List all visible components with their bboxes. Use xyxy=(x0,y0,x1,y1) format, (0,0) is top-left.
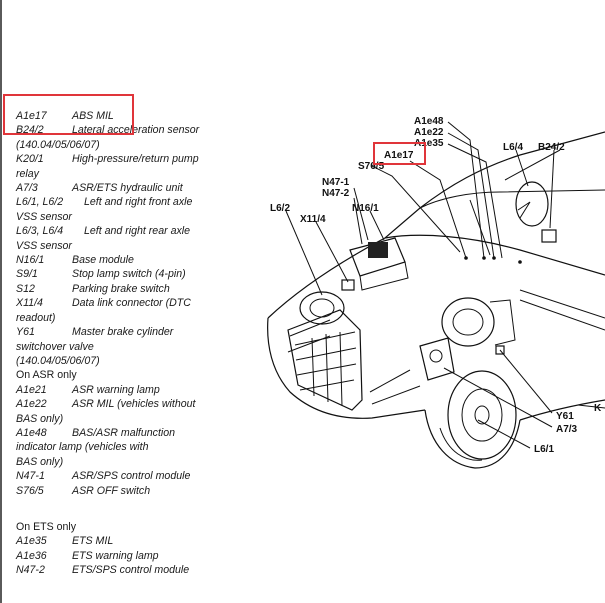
label-a1e22: A1e22 xyxy=(414,127,444,138)
front-wheel-sensor xyxy=(447,370,517,460)
label-b24-2: B24/2 xyxy=(538,142,565,153)
label-n47-2: N47-2 xyxy=(322,188,350,199)
label-n16-1: N16/1 xyxy=(352,203,379,214)
car-body-outline xyxy=(267,131,605,469)
legend-entry-l6-1-cont: VSS sensor xyxy=(16,210,72,223)
page-left-border xyxy=(0,0,2,603)
legend-entry-b24-2-cont: (140.04/05/06/07) xyxy=(16,138,100,151)
label-n47-1: N47-1 xyxy=(322,177,350,188)
label-s76-5: S76/5 xyxy=(358,161,385,172)
legend-entry-y61-cont2: (140.04/05/06/07) xyxy=(16,354,100,367)
legend-entry-a1e48-cont: indicator lamp (vehicles with xyxy=(16,441,149,454)
legend-entry-x11-4-cont: readout) xyxy=(16,311,56,324)
label-a7-3: A7/3 xyxy=(556,424,578,435)
label-a1e35: A1e35 xyxy=(414,138,444,149)
brake-booster xyxy=(441,297,516,355)
highlight-box-legend-a1e17 xyxy=(3,94,134,135)
legend-entry-y61-cont: switchover valve xyxy=(16,340,94,353)
leader-lines xyxy=(285,121,605,449)
headlamp-sensor-left xyxy=(299,279,355,325)
asr-section-heading: On ASR only xyxy=(16,369,77,382)
highlight-box-diagram-a1e17 xyxy=(373,142,426,165)
label-l6-2: L6/2 xyxy=(270,203,290,214)
label-x11-4: X11/4 xyxy=(300,214,326,225)
ets-section-heading: On ETS only xyxy=(16,520,77,533)
label-y61: Y61 xyxy=(556,411,574,422)
legend-entry-l6-3-cont: VSS sensor xyxy=(16,239,72,252)
legend-entry-k20-1-cont: relay xyxy=(16,167,39,180)
label-l6-1: L6/1 xyxy=(534,444,554,455)
b24-2-sensor-box xyxy=(541,229,557,243)
label-a1e17: A1e17 xyxy=(384,150,414,161)
legend-entry-a1e22-cont: BAS only) xyxy=(16,412,64,425)
legend-entry-a1e48-cont2: BAS only) xyxy=(16,455,64,468)
n16-1-base-module xyxy=(349,237,409,291)
a7-3-hydraulic-unit xyxy=(419,337,455,381)
label-a1e48: A1e48 xyxy=(414,116,444,127)
label-k-cut: K xyxy=(594,403,602,414)
label-l6-4: L6/4 xyxy=(503,142,523,153)
l6-4-rear-sensor xyxy=(515,181,549,227)
